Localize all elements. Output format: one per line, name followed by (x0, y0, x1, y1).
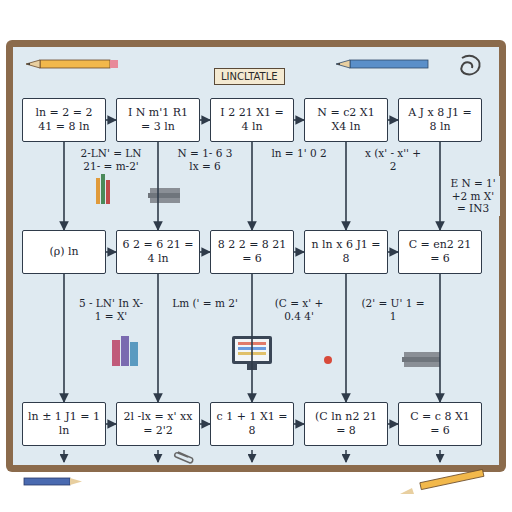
formula-box: 8 2 2 = 8 21 = 6 (210, 230, 294, 274)
book-stack (148, 188, 180, 203)
formula-text: C = c 8 X1 = 6 (404, 410, 476, 438)
board-title: LINCLTATLE (214, 68, 285, 85)
down-arrow (64, 450, 440, 462)
formula-box: ln ± 1 J1 = 1 ln (22, 402, 106, 446)
formula-note: (2' = U' 1 = 1 (358, 296, 428, 323)
formula-text: 6 2 = 6 21 = 4 ln (122, 238, 194, 266)
arrow-connector (63, 142, 65, 230)
formula-box: C = en2 21 = 6 (398, 230, 482, 274)
formula-box: n ln x 6 J1 = 8 (304, 230, 388, 274)
eraser-scribble (461, 56, 479, 74)
formula-note: Lm (' = m 2' (170, 296, 240, 311)
pencil (24, 478, 82, 485)
arrow-connector (63, 274, 65, 402)
formula-box: (ρ) ln (22, 230, 106, 274)
formula-text: I 2 21 X1 = 4 ln (216, 106, 288, 134)
formula-text: (C ln n2 21 = 8 (310, 410, 382, 438)
formula-box: A J x 8 J1 = 8 ln (398, 98, 482, 142)
formula-note: E N = 1' +2 m X' = IN3 (446, 176, 500, 216)
arrow-connector (294, 423, 304, 425)
arrow-connector (157, 142, 159, 230)
book-stack (324, 352, 440, 367)
formula-box: C = c 8 X1 = 6 (398, 402, 482, 446)
pencil (400, 469, 484, 494)
formula-box: ln = 2 = 2 41 = 8 ln (22, 98, 106, 142)
formula-note: 5 - LN' In X-1 = X' (76, 296, 146, 323)
arrow-connector (157, 274, 159, 402)
formula-box: 2l -lx = x' xx = 2'2 (116, 402, 200, 446)
arrow-connector (439, 274, 441, 402)
formula-note: (C = x' + 0.4 4' (264, 296, 334, 323)
formula-text: A J x 8 J1 = 8 ln (404, 106, 476, 134)
arrow-connector (106, 119, 116, 121)
arrow-connector (106, 251, 116, 253)
board-frame (6, 40, 506, 472)
formula-note: x (x' - x'' + 2 (358, 146, 428, 173)
pencil (336, 60, 428, 68)
arrow-connector (294, 251, 304, 253)
formula-box: I 2 21 X1 = 4 ln (210, 98, 294, 142)
formula-box: N = c2 X1 X4 ln (304, 98, 388, 142)
arrow-connector (251, 142, 253, 230)
formula-box: I N m'1 R1 = 3 ln (116, 98, 200, 142)
formula-box: 6 2 = 6 21 = 4 ln (116, 230, 200, 274)
arrow-connector (388, 423, 398, 425)
arrow-connector (388, 119, 398, 121)
arrow-connector (294, 119, 304, 121)
pencil (26, 60, 118, 68)
book-stack (112, 336, 138, 366)
arrow-connector (200, 423, 210, 425)
arrow-connector (251, 274, 253, 402)
formula-text: I N m'1 R1 = 3 ln (122, 106, 194, 134)
formula-text: n ln x 6 J1 = 8 (310, 238, 382, 266)
arrow-connector (106, 423, 116, 425)
formula-text: (ρ) ln (49, 245, 78, 259)
pencil-cup (96, 174, 110, 204)
formula-text: 8 2 2 = 8 21 = 6 (216, 238, 288, 266)
formula-text: 2l -lx = x' xx = 2'2 (122, 410, 194, 438)
formula-note: 2-LN' = LN 21- = m-2' (76, 146, 146, 173)
formula-note: ln = 1' 0 2 (269, 146, 328, 161)
formula-box: c 1 + 1 X1 = 8 (210, 402, 294, 446)
formula-text: C = en2 21 = 6 (404, 238, 476, 266)
paperclip (175, 452, 193, 463)
board-surface (13, 47, 499, 465)
arrow-connector (345, 274, 347, 402)
formula-box: (C ln n2 21 = 8 (304, 402, 388, 446)
arrow-connector (200, 251, 210, 253)
formula-note: N = 1- 6 3 lx = 6 (170, 146, 240, 173)
arrow-connector (439, 142, 441, 230)
arrow-connector (345, 142, 347, 230)
formula-text: ln ± 1 J1 = 1 ln (28, 410, 100, 438)
formula-text: N = c2 X1 X4 ln (310, 106, 382, 134)
formula-text: c 1 + 1 X1 = 8 (216, 410, 288, 438)
arrow-connector (200, 119, 210, 121)
formula-text: ln = 2 = 2 41 = 8 ln (28, 106, 100, 134)
arrow-connector (388, 251, 398, 253)
